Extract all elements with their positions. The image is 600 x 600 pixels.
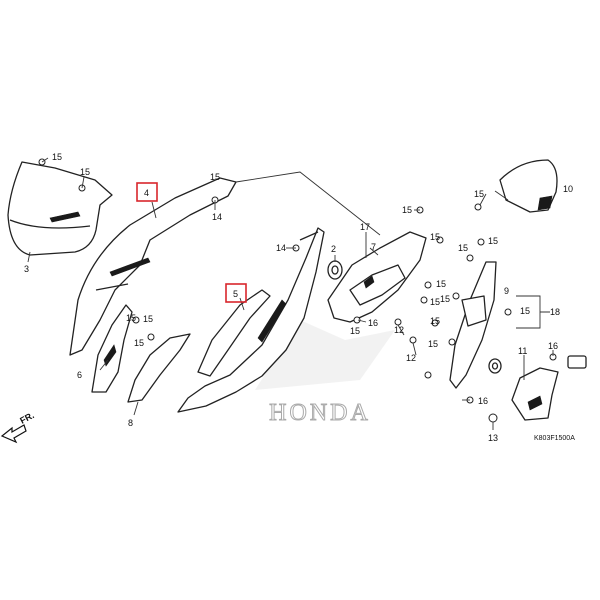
- callout-7: 7: [371, 242, 376, 252]
- callout-9: 9: [504, 286, 509, 296]
- fastener-bolts: [38, 158, 557, 404]
- part-2-grommet[interactable]: [327, 260, 343, 280]
- callout-labels: 15 15 3 4 15 14 5 14 15 15 15 6 8 2 17 7…: [24, 152, 573, 443]
- callout-18: 18: [550, 307, 560, 317]
- callout-10: 10: [563, 184, 573, 194]
- callout-15: 15: [126, 313, 136, 323]
- direction-label: FR.: [18, 410, 35, 426]
- callout-15: 15: [430, 316, 440, 326]
- callout-15: 15: [80, 167, 90, 177]
- part-11-rear-bracket[interactable]: [511, 355, 587, 421]
- callout-14: 14: [276, 243, 286, 253]
- callout-16: 16: [548, 341, 558, 351]
- callout-3: 3: [24, 264, 29, 274]
- callout-17: 17: [360, 222, 370, 232]
- part-5-main-side-cover[interactable]: [177, 227, 325, 413]
- highlight-box-part-5: [225, 283, 247, 303]
- callout-15: 15: [350, 326, 360, 336]
- watermark-text: HONDA: [269, 400, 371, 426]
- callout-16: 16: [368, 318, 378, 328]
- callout-15: 15: [52, 152, 62, 162]
- callout-12: 12: [406, 353, 416, 363]
- part-3-rear-cover[interactable]: [7, 161, 113, 256]
- callout-11: 11: [518, 346, 527, 356]
- callout-15: 15: [402, 205, 412, 215]
- callout-4[interactable]: 4: [144, 188, 149, 198]
- part-4-side-cover-upper[interactable]: [69, 177, 237, 356]
- callout-15: 15: [428, 339, 438, 349]
- part-9-right-cover[interactable]: [449, 261, 497, 389]
- callout-8: 8: [128, 418, 133, 428]
- callout-15: 15: [430, 297, 440, 307]
- grommet-right[interactable]: [488, 358, 502, 374]
- leader-lines: [27, 157, 554, 430]
- callout-5[interactable]: 5: [233, 289, 238, 299]
- callout-15: 15: [488, 236, 498, 246]
- callout-2: 2: [331, 244, 336, 254]
- callout-12: 12: [394, 325, 404, 335]
- diagram-code: K803F1500A: [534, 435, 575, 442]
- callout-15: 15: [143, 314, 153, 324]
- callout-15: 15: [134, 338, 144, 348]
- callout-15: 15: [430, 232, 440, 242]
- highlight-box-part-4: [136, 182, 158, 202]
- part-13-bolt[interactable]: [488, 413, 498, 423]
- callout-15: 15: [458, 243, 468, 253]
- callout-15: 15: [440, 294, 450, 304]
- callout-15: 15: [520, 306, 530, 316]
- callout-13: 13: [488, 433, 498, 443]
- front-direction-arrow: FR.: [0, 410, 36, 444]
- part-7-inner-bracket[interactable]: [327, 231, 427, 323]
- part-8-lower-strip[interactable]: [127, 333, 191, 403]
- part-10-rear-cap[interactable]: [499, 159, 558, 213]
- callout-15: 15: [436, 279, 446, 289]
- callout-15: 15: [210, 172, 220, 182]
- callout-15: 15: [474, 189, 484, 199]
- callout-6: 6: [77, 370, 82, 380]
- callout-14: 14: [212, 212, 222, 222]
- callout-16: 16: [478, 396, 488, 406]
